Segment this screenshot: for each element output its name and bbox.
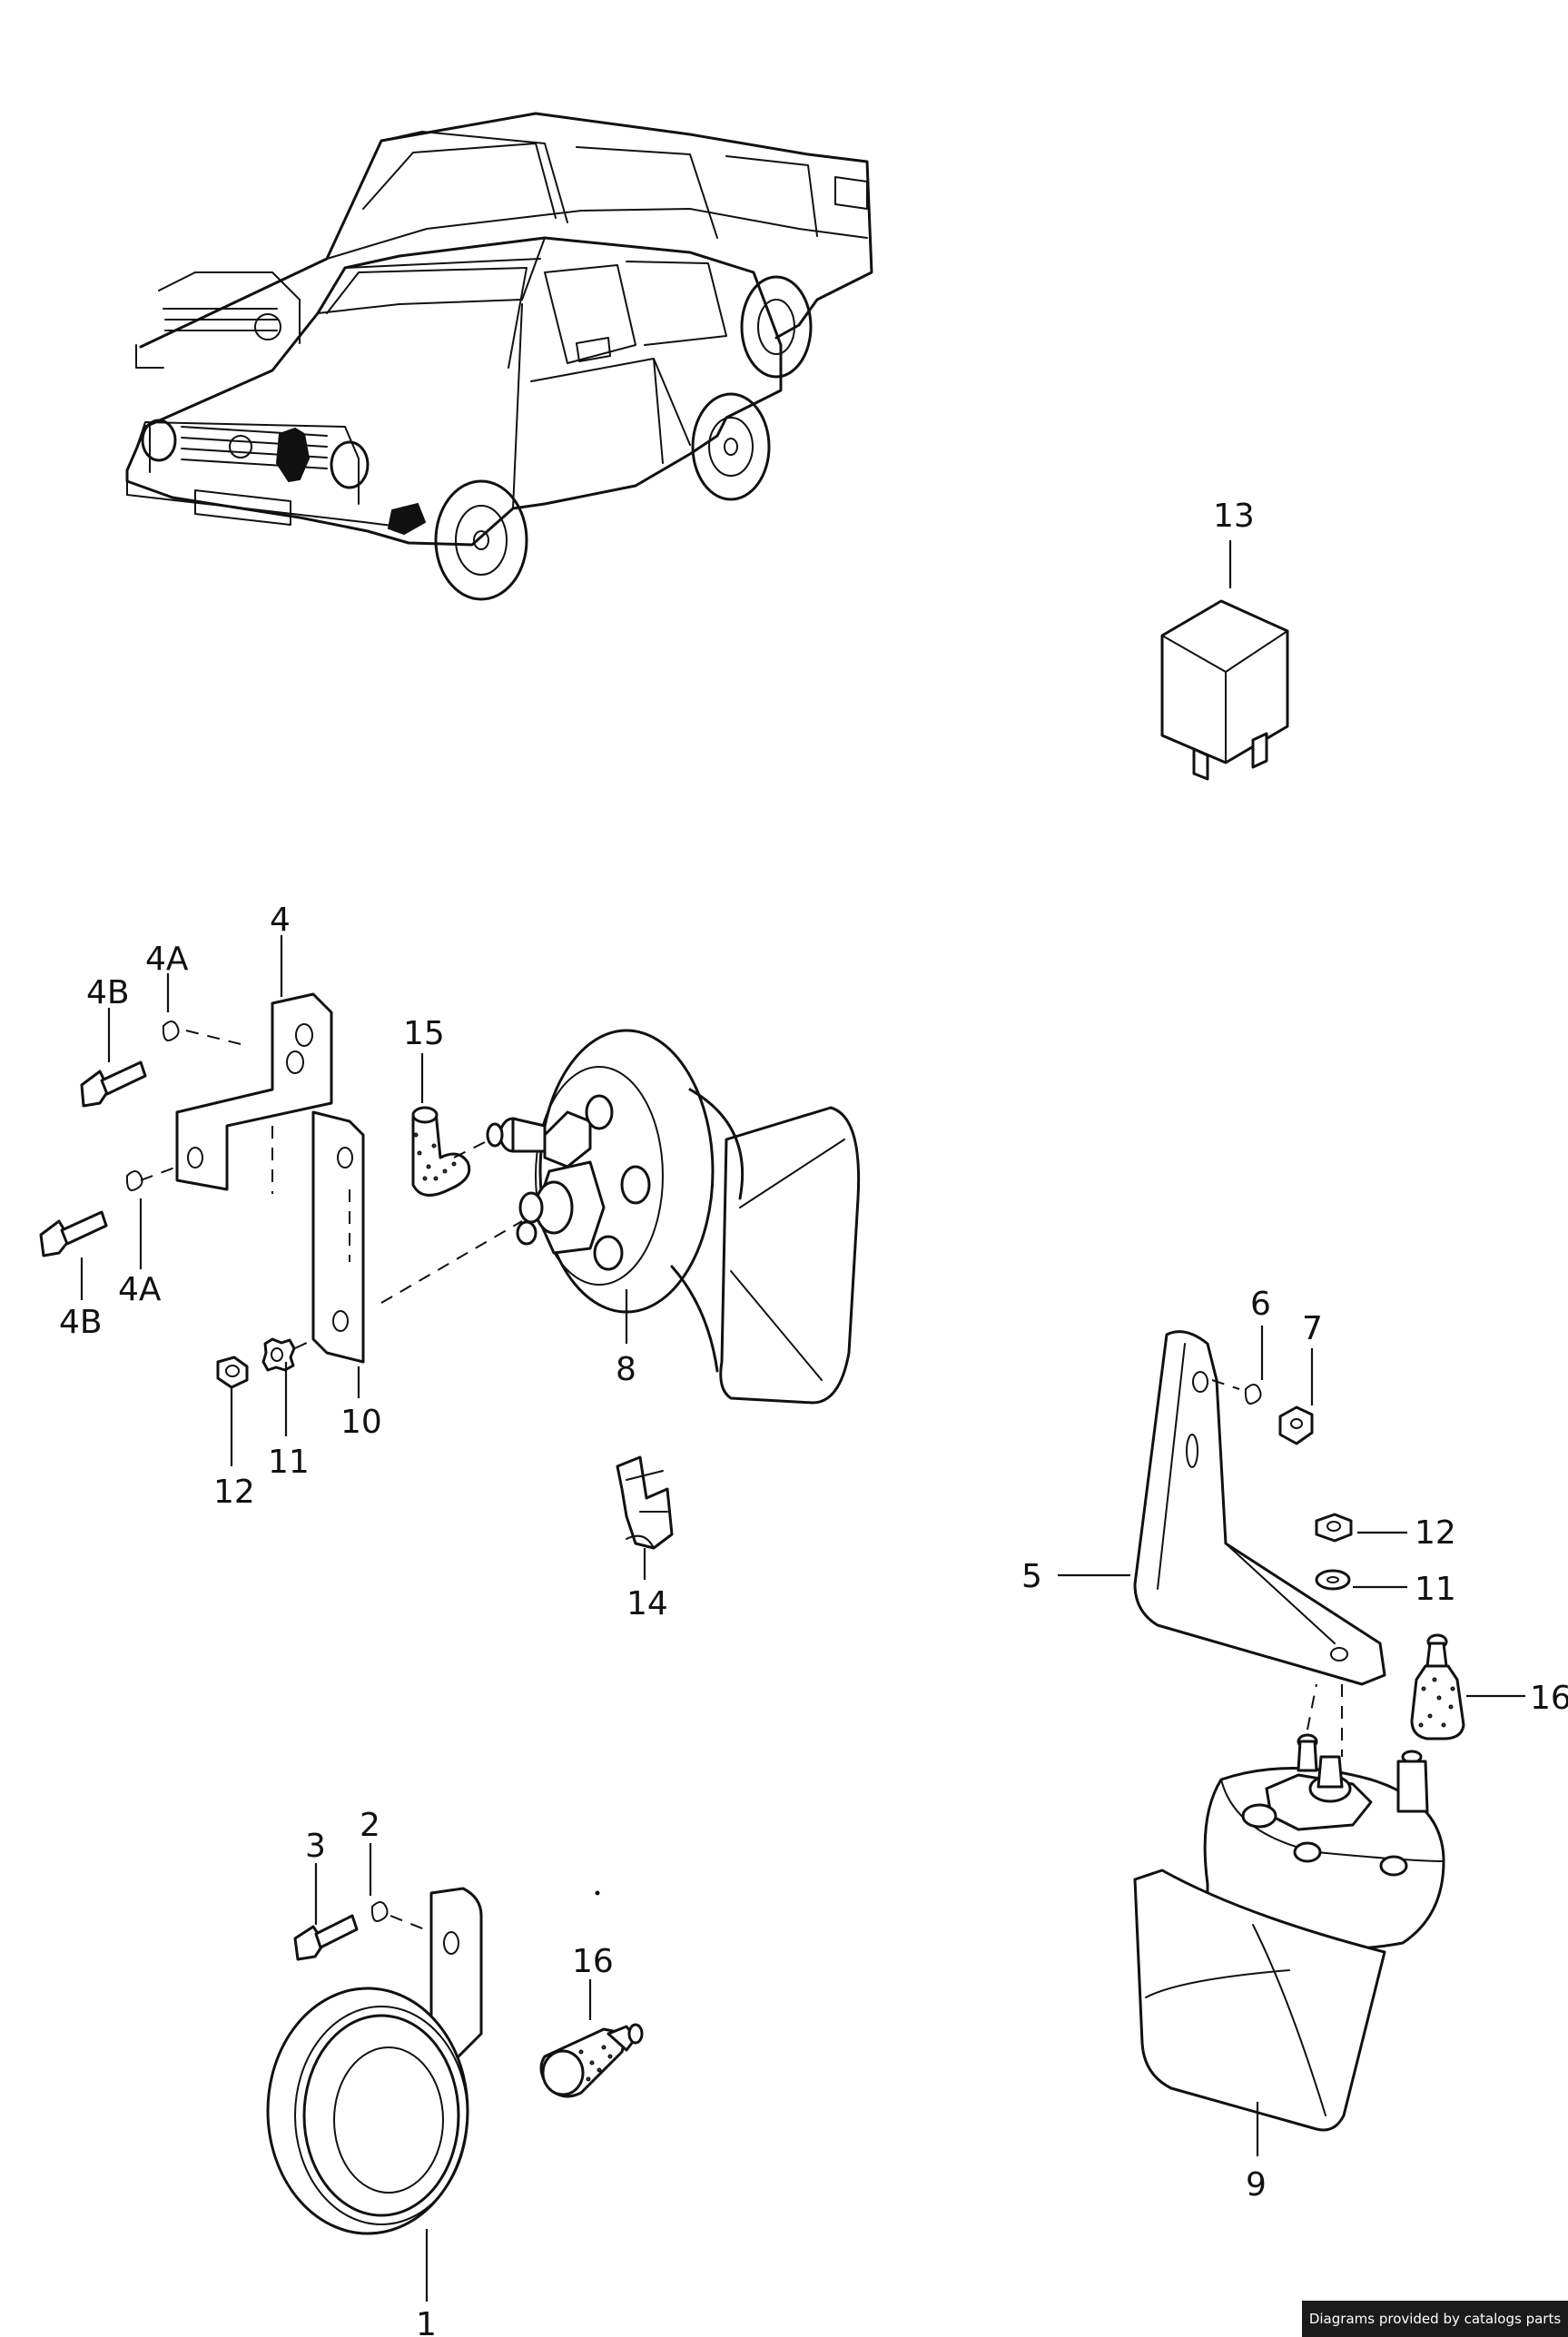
bracket-5-part <box>1133 1330 1386 1757</box>
connector-15-part <box>411 1106 471 1197</box>
bracket-4-assembly <box>39 992 333 1257</box>
callout-9: 9 <box>1246 2166 1267 2204</box>
horn-location-marker <box>387 502 427 536</box>
callout-11-right: 11 <box>1415 1571 1456 1608</box>
relay-part <box>1160 599 1289 781</box>
callout-4a-bottom: 4A <box>118 1271 162 1308</box>
horn-8-part <box>380 1029 861 1405</box>
callout-4a-top: 4A <box>145 941 189 978</box>
callout-16-right: 16 <box>1530 1680 1568 1717</box>
callout-labels: 13 4 4A 4B 4B 4A 15 10 11 12 8 14 6 7 12… <box>59 498 1568 2337</box>
hatchback-outline <box>125 236 783 601</box>
callout-1: 1 <box>416 2306 437 2337</box>
callout-15: 15 <box>403 1015 445 1052</box>
callout-4: 4 <box>270 902 291 939</box>
diagram-credit: Diagrams provided by catalogs parts <box>1302 2301 1568 2337</box>
callout-14: 14 <box>626 1585 668 1622</box>
callout-8: 8 <box>616 1351 636 1388</box>
connector-16-left-part <box>539 2023 644 2098</box>
callout-2: 2 <box>360 1807 380 1844</box>
clip-14-part <box>616 1455 674 1550</box>
leader-lines <box>80 540 1525 2302</box>
callout-3: 3 <box>305 1828 326 1865</box>
callout-6: 6 <box>1250 1286 1271 1323</box>
callout-12-right: 12 <box>1415 1514 1456 1552</box>
callout-7: 7 <box>1302 1310 1323 1347</box>
horn-9-part <box>1133 1683 1445 2132</box>
connector-16-right-part <box>1410 1633 1465 1740</box>
horn-location-marker <box>275 427 311 483</box>
callout-10: 10 <box>340 1404 382 1441</box>
callout-4b-bottom: 4B <box>59 1304 103 1341</box>
horn-1-assembly <box>266 1887 600 2235</box>
callout-16-left: 16 <box>572 1943 614 1980</box>
sedan-outline <box>135 112 873 379</box>
callout-11-left: 11 <box>268 1444 310 1481</box>
callout-13: 13 <box>1213 498 1255 535</box>
callout-5: 5 <box>1021 1558 1042 1595</box>
callout-12-left: 12 <box>213 1474 255 1511</box>
callout-4b-top: 4B <box>86 974 130 1011</box>
vehicle-illustration <box>125 112 873 601</box>
strap-10-assembly <box>216 1110 365 1389</box>
